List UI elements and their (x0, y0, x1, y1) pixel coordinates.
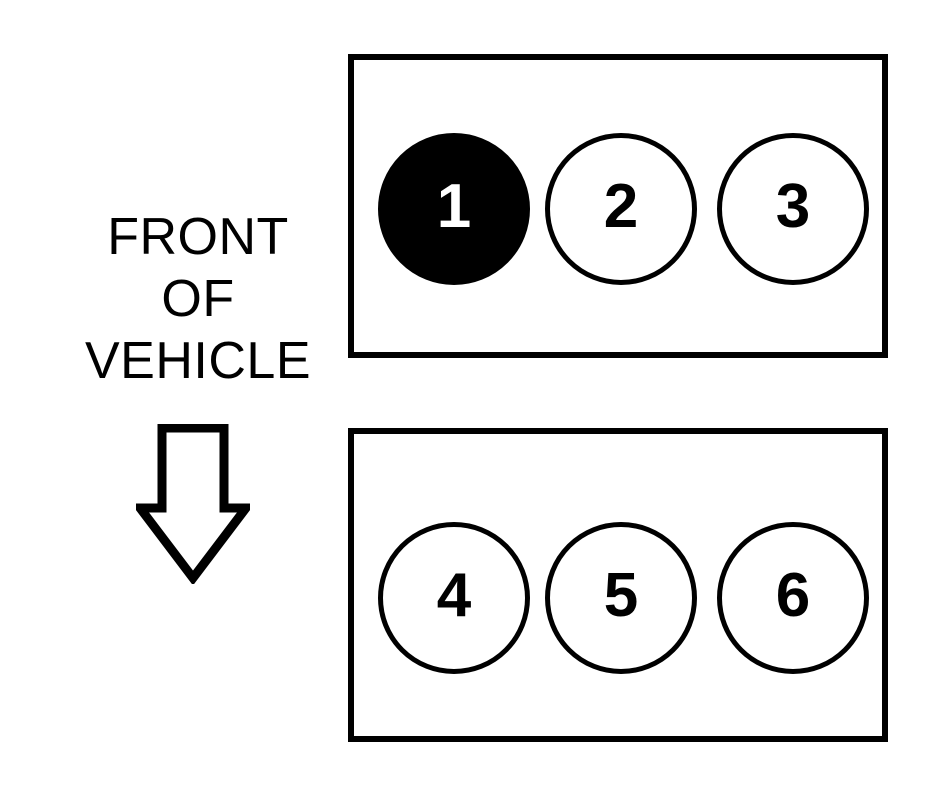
cylinder-2-number: 2 (603, 172, 639, 241)
cylinder-4-number: 4 (436, 561, 472, 630)
cylinder-5[interactable]: 5 (545, 522, 697, 674)
cylinder-2[interactable]: 2 (545, 133, 697, 285)
front-of-vehicle-label: FRONT OF VEHICLE (40, 206, 356, 392)
cylinder-4[interactable]: 4 (378, 522, 530, 674)
cylinder-1-number: 1 (436, 172, 472, 241)
cylinder-1[interactable]: 1 (378, 133, 530, 285)
cylinder-3[interactable]: 3 (717, 133, 869, 285)
arrow-down-outline-icon (136, 424, 250, 584)
label-line-of: OF (161, 270, 235, 328)
cylinder-bank-upper: 1 2 3 (348, 54, 888, 358)
cylinder-bank-lower: 4 5 6 (348, 428, 888, 742)
cylinder-6-number: 6 (775, 561, 811, 630)
label-line-vehicle: VEHICLE (84, 332, 312, 390)
cylinder-6[interactable]: 6 (717, 522, 869, 674)
label-line-front: FRONT (107, 208, 289, 266)
cylinder-3-number: 3 (775, 172, 811, 241)
cylinder-5-number: 5 (603, 561, 639, 630)
